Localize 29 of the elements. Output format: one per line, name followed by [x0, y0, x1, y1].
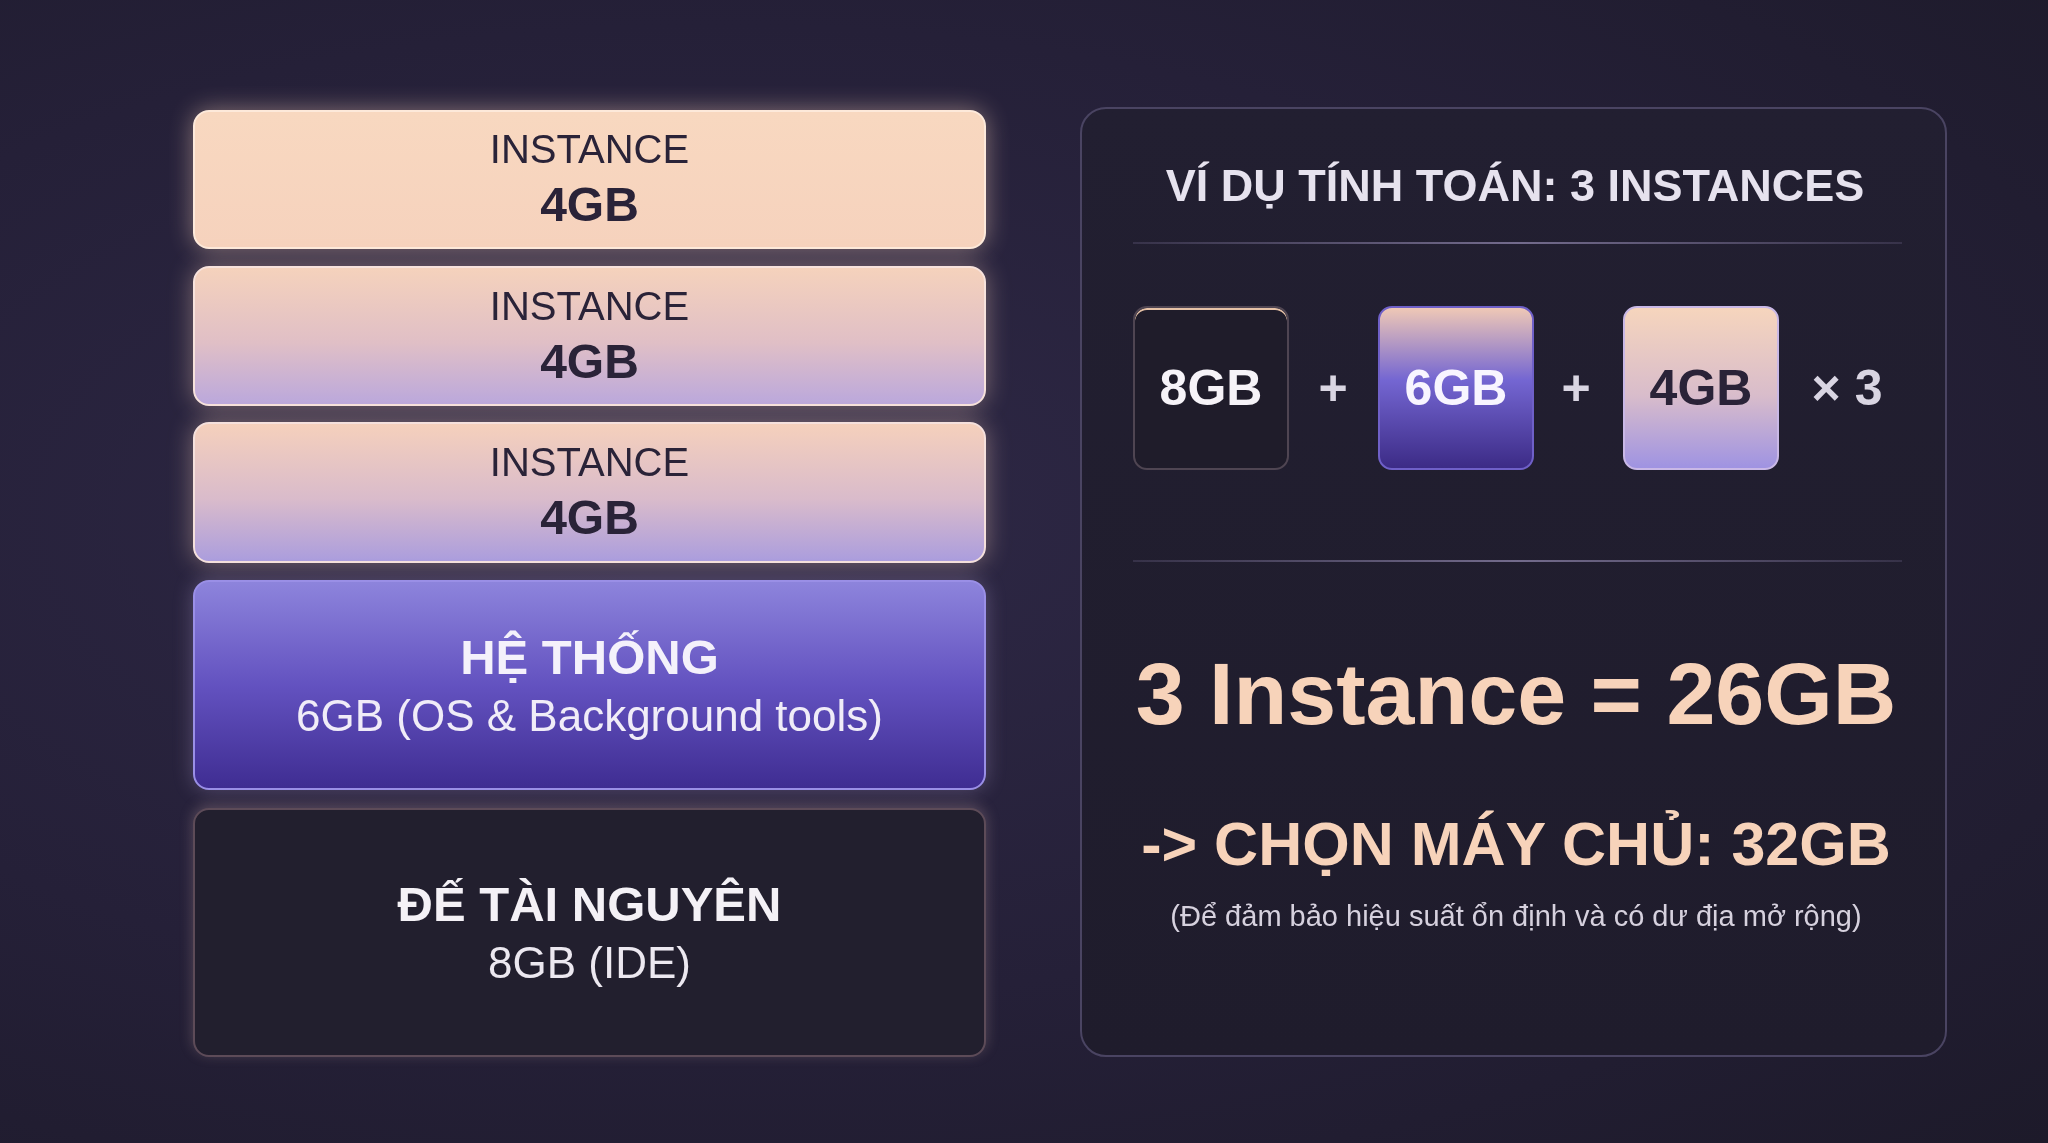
total-result: 3 Instance = 26GB	[1135, 644, 1897, 744]
memory-size: 4GB	[540, 334, 639, 389]
note-text: (Để đảm bảo hiệu suất ổn định và có dư địa mở rộng)	[1170, 899, 1862, 933]
plus-operator: +	[1318, 360, 1348, 416]
layer-description: 6GB (OS & Background tools)	[296, 690, 883, 741]
memory-tile	[1623, 306, 1779, 470]
system-layer-block	[193, 580, 986, 790]
layer-description: 8GB (IDE)	[488, 938, 691, 988]
memory-tile	[1378, 306, 1534, 470]
layer-name: ĐẾ TÀI NGUYÊN	[397, 877, 782, 933]
memory-size: 8GB	[1159, 360, 1263, 416]
memory-size: 6GB	[1404, 360, 1508, 416]
plus-operator: +	[1561, 360, 1591, 416]
memory-size: 4GB	[540, 491, 639, 545]
instance-layer-block	[193, 266, 986, 406]
layer-name: INSTANCE	[489, 127, 690, 172]
memory-tile	[1133, 306, 1289, 470]
recommendation: -> CHỌN MÁY CHỦ: 32GB	[1141, 809, 1891, 879]
base-layer-block	[193, 808, 986, 1057]
memory-size: 4GB	[540, 178, 639, 232]
layer-name: INSTANCE	[489, 440, 690, 485]
multiplier: × 3	[1811, 360, 1883, 416]
instance-layer-block	[193, 422, 986, 563]
panel-heading: VÍ DỤ TÍNH TOÁN: 3 INSTANCES	[1165, 160, 1865, 212]
memory-size: 4GB	[1649, 360, 1753, 416]
instance-layer-block	[193, 110, 986, 249]
calculation-panel	[1080, 107, 1947, 1057]
layer-name: HỆ THỐNG	[460, 629, 719, 685]
layer-name: INSTANCE	[489, 283, 690, 329]
